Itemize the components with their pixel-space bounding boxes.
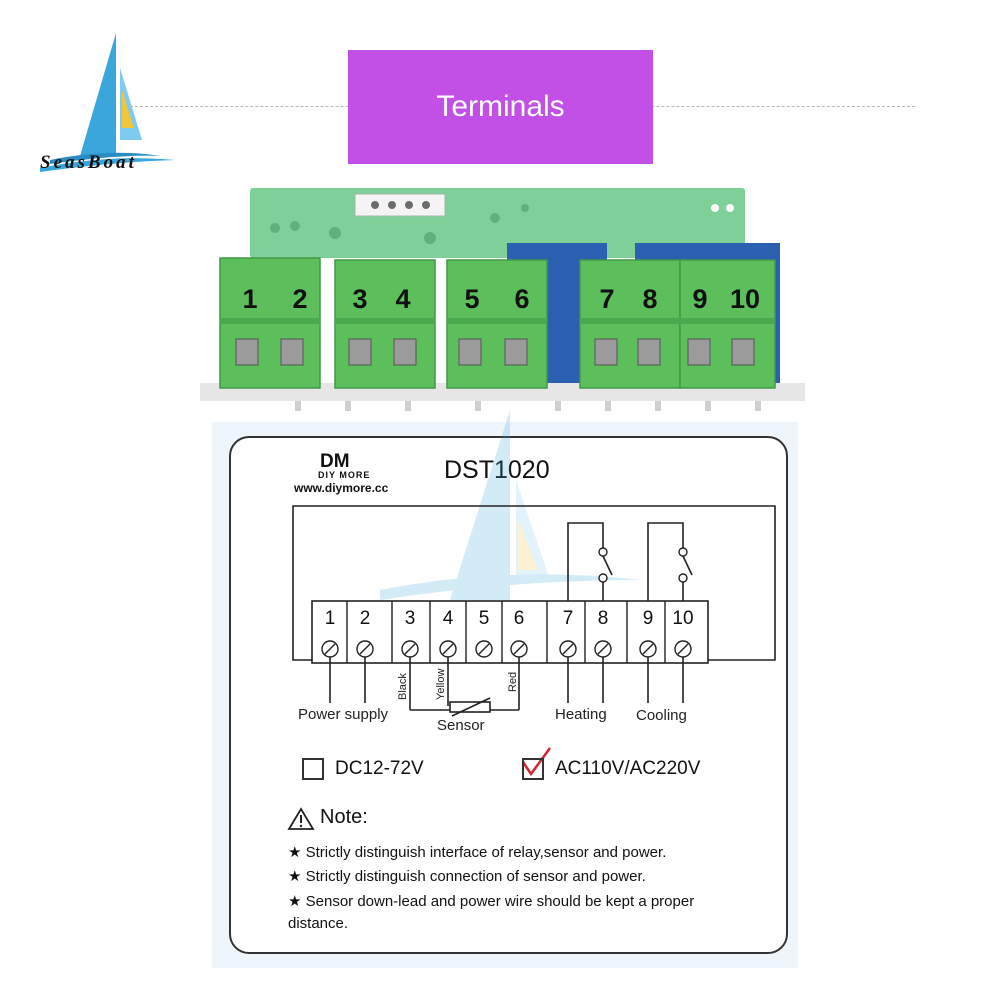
connector-2: 2 [359,608,371,629]
connector-7: 7 [562,608,574,629]
model-name: DST1020 [444,456,550,484]
connector-1: 1 [324,608,336,629]
note-item-1: ★ Strictly distinguish interface of rela… [288,844,667,861]
maker-subtitle: DIY MORE [318,470,371,480]
connector-3: 3 [404,608,416,629]
terminal-board-illustration [200,188,805,411]
connector-4: 4 [442,608,454,629]
connector-9: 9 [642,608,654,629]
note-item-3: ★ Sensor down-lead and power wire should… [288,893,695,932]
connector-10: 10 [672,608,694,629]
board-terminal-7: 7 [599,284,615,314]
svg-text:DM: DM [320,451,350,470]
wiring-diagram-card [229,436,788,954]
wire-label-black: Black [397,673,409,700]
label-cooling: Cooling [636,707,687,724]
checkmark-icon [521,747,552,777]
wire-label-red: Red [507,671,519,692]
board-terminal-5: 5 [464,284,480,314]
connector-8: 8 [597,608,609,629]
board-terminal-1: 1 [242,284,258,314]
board-terminal-3: 3 [352,284,368,314]
label-heating: Heating [555,706,607,723]
board-terminal-9: 9 [692,284,708,314]
label-power-supply: Power supply [298,706,389,723]
board-terminal-10: 10 [729,284,761,314]
label-sensor: Sensor [437,717,485,734]
connector-6: 6 [513,608,525,629]
option-ac-label: AC110V/AC220V [555,758,701,779]
option-dc-label: DC12-72V [335,758,424,779]
note-title: Note: [288,806,368,829]
warning-icon [287,807,315,830]
option-dc-checkbox [302,758,324,780]
sailboat-logo-icon [40,33,175,172]
banner-title: Terminals [436,90,565,123]
brand-name: SeasBoat [40,152,137,173]
wire-label-yellow: Yellow [435,668,447,700]
title-banner: Terminals [348,50,653,164]
board-terminal-4: 4 [395,284,411,314]
note-title-text: Note: [320,806,368,828]
option-ac-checkbox [522,758,544,780]
board-terminal-2: 2 [292,284,308,314]
connector-5: 5 [478,608,490,629]
board-terminal-6: 6 [514,284,530,314]
maker-url: www.diymore.cc [294,481,389,495]
board-terminal-8: 8 [642,284,658,314]
note-item-2: ★ Strictly distinguish connection of sen… [288,868,646,885]
diymore-logo-icon: DM [320,451,350,470]
